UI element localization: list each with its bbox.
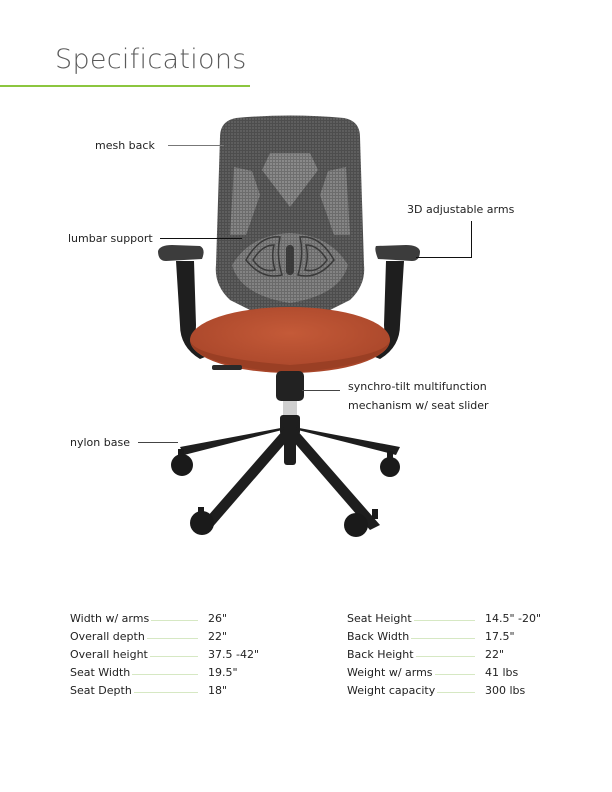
spec-value: 19.5": [208, 666, 238, 679]
callout-mesh-back: mesh back: [95, 139, 155, 152]
spec-value: 37.5 -42": [208, 648, 260, 661]
callout-lumbar-support: lumbar support: [68, 232, 153, 245]
spec-row: Seat Width 19.5": [70, 664, 270, 682]
leader-line-arms-horizontal: [416, 257, 472, 258]
spec-value: 300 lbs: [485, 684, 526, 697]
spec-table-left: Width w/ arms 26" Overall depth 22" Overal…: [70, 610, 270, 700]
spec-label: Width w/ arms: [70, 610, 152, 628]
spec-value: 22": [208, 630, 228, 643]
spec-label: Back Height: [347, 646, 416, 664]
spec-row: Back Height 22": [347, 646, 557, 664]
leader-line-nylon-base: [138, 442, 178, 443]
spec-row: Seat Depth 18": [70, 682, 270, 700]
spec-label: Overall height: [70, 646, 150, 664]
callout-adjustable-arms: 3D adjustable arms: [407, 203, 515, 216]
callout-mechanism-line1: synchro-tilt multifunction: [348, 380, 487, 393]
callout-mechanism-line2: mechanism w/ seat slider: [348, 399, 489, 412]
chair-image: [158, 115, 420, 537]
spec-label: Weight w/ arms: [347, 664, 435, 682]
spec-row: Weight capacity 300 lbs: [347, 682, 557, 700]
spec-value: 14.5" -20": [485, 612, 542, 625]
spec-row: Overall depth 22": [70, 628, 270, 646]
spec-table-right: Seat Height 14.5" -20" Back Width 17.5" Ba…: [347, 610, 557, 700]
leader-line-mesh-back: [168, 145, 224, 146]
spec-label: Seat Height: [347, 610, 414, 628]
spec-row: Seat Height 14.5" -20": [347, 610, 557, 628]
page-title: Specifications: [55, 44, 247, 75]
spec-label: Seat Depth: [70, 682, 134, 700]
spec-value: 18": [208, 684, 228, 697]
spec-label: Back Width: [347, 628, 412, 646]
spec-value: 22": [485, 648, 505, 661]
title-underline: [0, 85, 250, 87]
spec-value: 26": [208, 612, 228, 625]
leader-line-lumbar-support: [160, 238, 242, 239]
spec-row: Width w/ arms 26": [70, 610, 270, 628]
spec-value: 41 lbs: [485, 666, 519, 679]
leader-line-mechanism: [302, 390, 340, 391]
spec-label: Seat Width: [70, 664, 133, 682]
spec-value: 17.5": [485, 630, 515, 643]
leader-line-arms-vertical: [471, 221, 472, 257]
spec-row: Weight w/ arms 41 lbs: [347, 664, 557, 682]
spec-label: Weight capacity: [347, 682, 438, 700]
callout-nylon-base: nylon base: [70, 436, 130, 449]
spec-label: Overall depth: [70, 628, 147, 646]
spec-row: Back Width 17.5": [347, 628, 557, 646]
spec-row: Overall height 37.5 -42": [70, 646, 270, 664]
